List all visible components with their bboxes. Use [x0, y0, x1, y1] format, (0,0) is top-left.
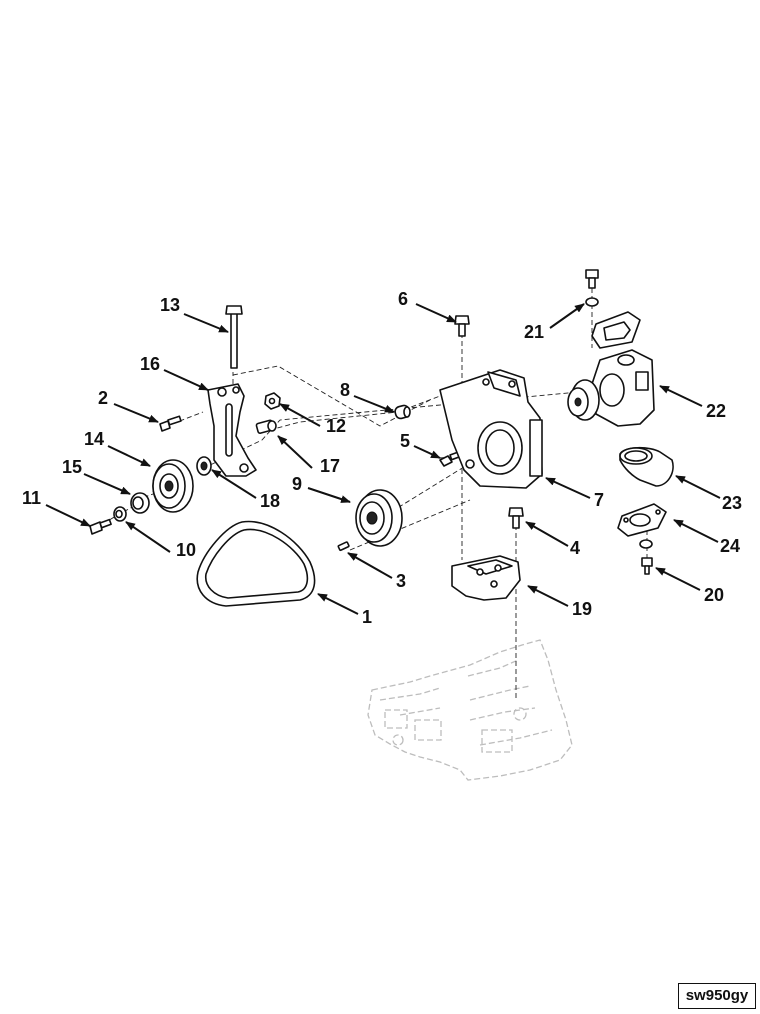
- callout-24: 24: [720, 536, 740, 556]
- callout-9: 9: [292, 474, 302, 494]
- seal-ring: [196, 456, 212, 476]
- bearing-spacer: [130, 492, 150, 514]
- callout-15: 15: [62, 457, 82, 477]
- bolt-20: [639, 539, 653, 575]
- callout-4: 4: [570, 538, 580, 558]
- engine-block-outline: [367, 639, 573, 781]
- figure-code-label: sw950gy: [678, 983, 756, 1009]
- tensioner-bracket: [207, 383, 257, 477]
- callout-5: 5: [400, 431, 410, 451]
- upper-gasket: [591, 311, 641, 349]
- callout-19: 19: [572, 599, 592, 619]
- bolt-6: [454, 315, 470, 337]
- callout-22: 22: [706, 401, 726, 421]
- lower-gasket: [617, 503, 667, 537]
- callout-12: 12: [326, 416, 346, 436]
- callout-20: 20: [704, 585, 724, 605]
- callout-18: 18: [260, 491, 280, 511]
- elbow-fitting: [619, 446, 674, 487]
- washer: [113, 506, 127, 522]
- bolt-4: [508, 507, 524, 529]
- long-bolt: [225, 305, 243, 369]
- idler-pulley: [152, 459, 194, 513]
- callout-17: 17: [320, 456, 340, 476]
- callout-3: 3: [396, 571, 406, 591]
- mounting-bracket: [451, 555, 521, 601]
- callout-10: 10: [176, 540, 196, 560]
- callout-7: 7: [594, 490, 604, 510]
- callout-11: 11: [22, 488, 41, 508]
- stud: [255, 419, 277, 435]
- v-belt: [196, 520, 316, 607]
- callout-21: 21: [524, 322, 544, 342]
- callout-1: 1: [362, 607, 372, 627]
- crankshaft-pulley: [355, 489, 403, 547]
- bolt-21: [585, 269, 599, 307]
- nut: [264, 392, 281, 410]
- key-3: [337, 541, 350, 552]
- front-housing: [439, 369, 543, 489]
- callout-2: 2: [98, 388, 108, 408]
- callout-labels: 13 16 2 14 15 11 10 18 17 12 9 8 6 5 7 4…: [22, 289, 742, 627]
- callout-8: 8: [340, 380, 350, 400]
- callout-6: 6: [398, 289, 408, 309]
- callout-23: 23: [722, 493, 742, 513]
- bolt-11: [89, 518, 112, 535]
- callout-14: 14: [84, 429, 104, 449]
- leader-arrows: [45, 303, 721, 615]
- spacer: [394, 404, 411, 420]
- callout-16: 16: [140, 354, 160, 374]
- callout-13: 13: [160, 295, 180, 315]
- bolt-2: [159, 415, 182, 432]
- water-pump: [567, 349, 655, 427]
